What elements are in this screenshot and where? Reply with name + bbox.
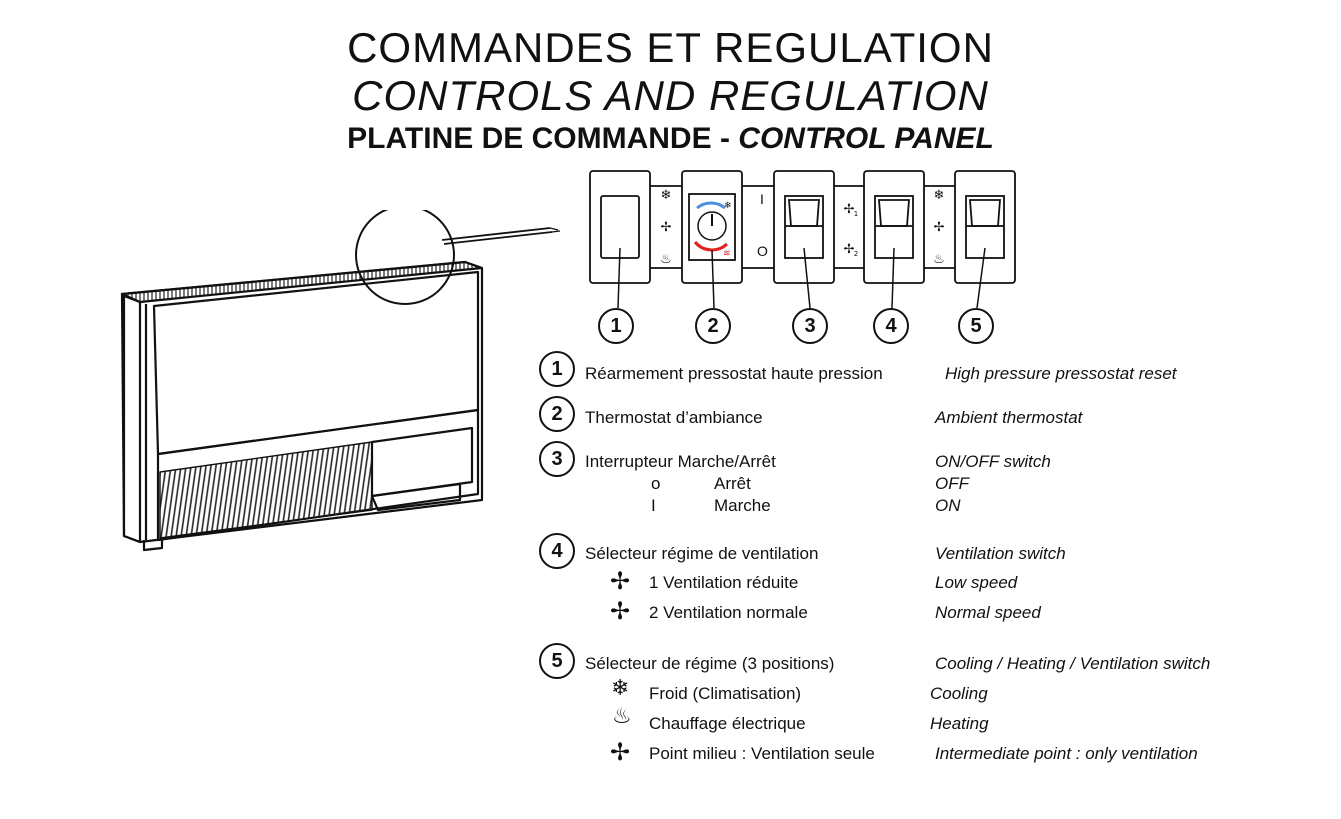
fan-speed-2-icon: ✢ (844, 242, 855, 257)
legend-3-fr: Interrupteur Marche/Arrêt (585, 452, 776, 471)
fan-icon: ✢ (610, 568, 631, 595)
panel-callout-1: 1 (598, 308, 634, 344)
legend-num-5: 5 (539, 643, 575, 679)
panel-callout-2: 2 (695, 308, 731, 344)
legend-5-en: Cooling / Heating / Ventilation switch (935, 654, 1211, 673)
heating-icon: ♨ (660, 252, 672, 267)
svg-text:❄: ❄ (724, 201, 732, 211)
subtitle-french: PLATINE DE COMMANDE (347, 122, 712, 155)
fan-speed-2-index: 2 (854, 250, 858, 258)
legend-2-en: Ambient thermostat (935, 408, 1083, 427)
subtitle: PLATINE DE COMMANDE - CONTROL PANEL (0, 122, 1341, 156)
heater-unit-illustration (120, 210, 561, 552)
legend-4-sub1-en: Low speed (935, 573, 1018, 592)
legend-num-2: 2 (539, 396, 575, 432)
legend-4-sub2-en: Normal speed (935, 603, 1041, 622)
fan-icon: ✢ (610, 598, 631, 625)
switch3-on-mark: I (760, 191, 764, 207)
fan-icon: ✢ (661, 220, 672, 235)
panel-callout-5: 5 (958, 308, 994, 344)
legend-3-sub2-sym: I (651, 496, 656, 515)
heating-icon-2: ♨ (933, 252, 945, 267)
subtitle-english: CONTROL PANEL (738, 122, 994, 155)
legend-1-en: High pressure pressostat reset (945, 364, 1177, 383)
legend-5-sub1-en: Cooling (930, 684, 988, 703)
legend-3-sub1-en: OFF (935, 474, 969, 493)
thermostat-knob (697, 211, 727, 241)
control-panel-diagram: ❄ ≋ ❄ ✢ ♨ ✢ ✢ 1 2 ❄ ✢ ♨ (589, 170, 1016, 309)
thermostat-hot-arc (693, 240, 729, 252)
switch3-off-mark: O (757, 243, 768, 259)
legend-3-sub2-fr: Marche (714, 496, 771, 515)
legend-4-fr: Sélecteur régime de ventilation (585, 544, 819, 563)
legend-5-sub2-fr: Chauffage électrique (649, 714, 806, 733)
legend-5-sub2-en: Heating (930, 714, 989, 733)
title-english: CONTROLS AND REGULATION (352, 72, 989, 119)
legend-3-sub1-fr: Arrêt (714, 474, 751, 493)
snowflake-icon-2: ❄ (934, 188, 945, 203)
legend-3-sub2-en: ON (935, 496, 961, 515)
heating-icon: ♨ (612, 703, 632, 728)
legend-num-1: 1 (539, 351, 575, 387)
legend-3-sub1-sym: o (651, 474, 661, 493)
panel-callout-3: 3 (792, 308, 828, 344)
legend-3-en: ON/OFF switch (935, 452, 1051, 471)
legend-4-en: Ventilation switch (935, 544, 1066, 563)
fan-speed-1-icon: ✢ (844, 202, 855, 217)
legend-5-sub3-fr: Point milieu : Ventilation seule (649, 744, 875, 763)
fan-icon: ✢ (610, 739, 631, 766)
title-french: COMMANDES ET REGULATION (347, 24, 994, 71)
legend-5-fr: Sélecteur de régime (3 positions) (585, 654, 835, 673)
thermostat-cold-arc (696, 201, 726, 210)
legend-num-4: 4 (539, 533, 575, 569)
legend-5-sub3-en: Intermediate point : only ventilation (935, 744, 1198, 763)
legend-num-3: 3 (539, 441, 575, 477)
snowflake-icon: ❄ (661, 188, 672, 203)
svg-text:≋: ≋ (723, 249, 731, 259)
fan-speed-1-index: 1 (854, 210, 858, 218)
legend-2-fr: Thermostat d’ambiance (585, 408, 763, 427)
subtitle-separator: - (711, 122, 739, 155)
legend-4-sub1-fr: 1 Ventilation réduite (649, 573, 799, 592)
panel-callout-4: 4 (873, 308, 909, 344)
snowflake-icon: ❄ (611, 675, 630, 700)
fan-icon-2: ✢ (934, 220, 945, 235)
legend-4-sub2-fr: 2 Ventilation normale (649, 603, 808, 622)
legend-5-sub1-fr: Froid (Climatisation) (649, 684, 802, 703)
legend-1-fr: Réarmement pressostat haute pression (585, 364, 883, 383)
